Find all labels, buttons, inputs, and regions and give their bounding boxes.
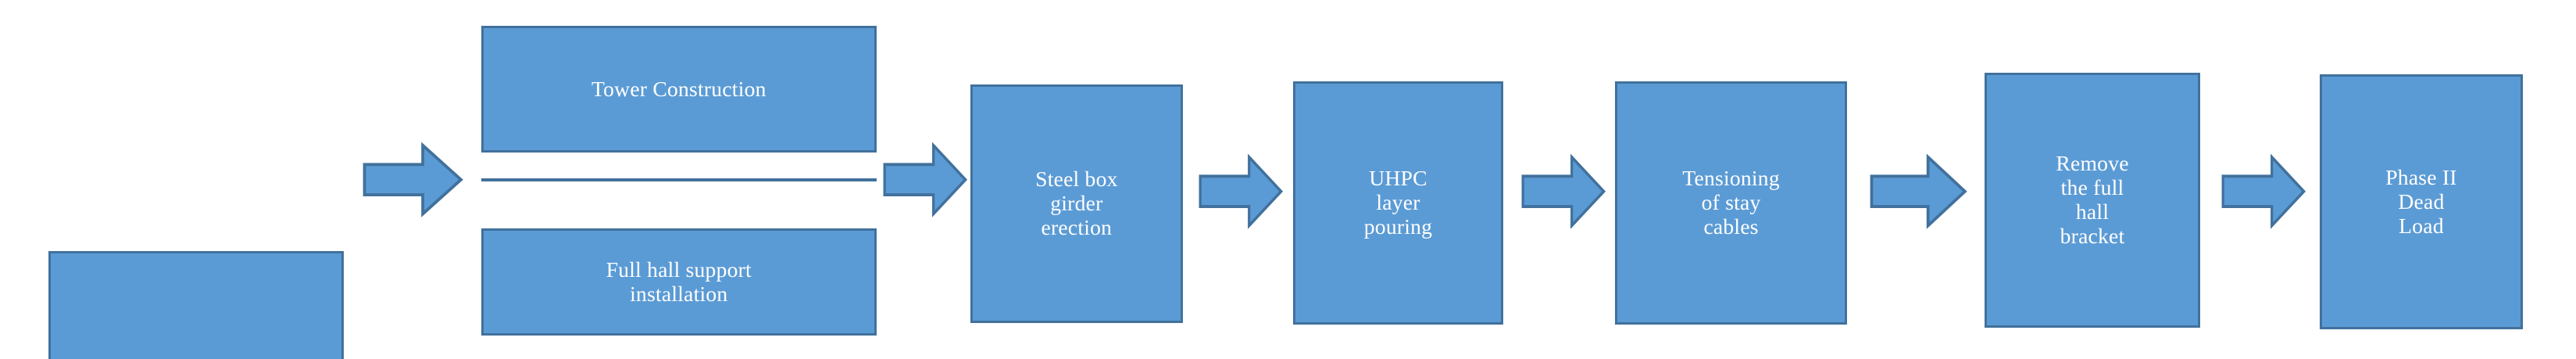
node-uhpc-layer-pouring[interactable]: UHPC layer pouring — [1292, 81, 1504, 325]
node-steel-box-girder-erection[interactable]: Steel box girder erection — [970, 84, 1183, 323]
node-label: Tensioning of stay cables — [1682, 165, 1780, 239]
node-label: UHPC layer pouring — [1363, 165, 1433, 239]
arrow-right-icon-4 — [1521, 153, 1606, 229]
arrow-right-icon-3 — [1199, 153, 1284, 229]
node-phase-ii-dead-load[interactable]: Phase II Dead Load — [2320, 74, 2523, 329]
node-label: Remove the full hall bracket — [2056, 151, 2129, 249]
node-pile-foundation-construction[interactable]: Pile foundation construction — [48, 251, 344, 359]
arrow-right-icon-5 — [1870, 153, 1967, 229]
arrow-right-icon-6 — [2221, 153, 2306, 229]
arrow-right-icon-1 — [363, 142, 464, 218]
node-label: Phase II Dead Load — [2385, 164, 2457, 238]
branch-connector-line — [481, 178, 877, 181]
node-full-hall-support-installation[interactable]: Full hall support installation — [481, 228, 877, 336]
node-label: Full hall support installation — [606, 257, 752, 306]
node-tensioning-of-stay-cables[interactable]: Tensioning of stay cables — [1615, 81, 1847, 325]
arrow-right-icon-2 — [883, 142, 968, 218]
node-label: Steel box girder erection — [1035, 166, 1118, 239]
node-label: Pile foundation construction — [51, 355, 341, 359]
node-label: Tower Construction — [591, 76, 766, 101]
node-tower-construction[interactable]: Tower Construction — [481, 26, 877, 153]
node-remove-the-full-hall-bracket[interactable]: Remove the full hall bracket — [1985, 73, 2200, 328]
